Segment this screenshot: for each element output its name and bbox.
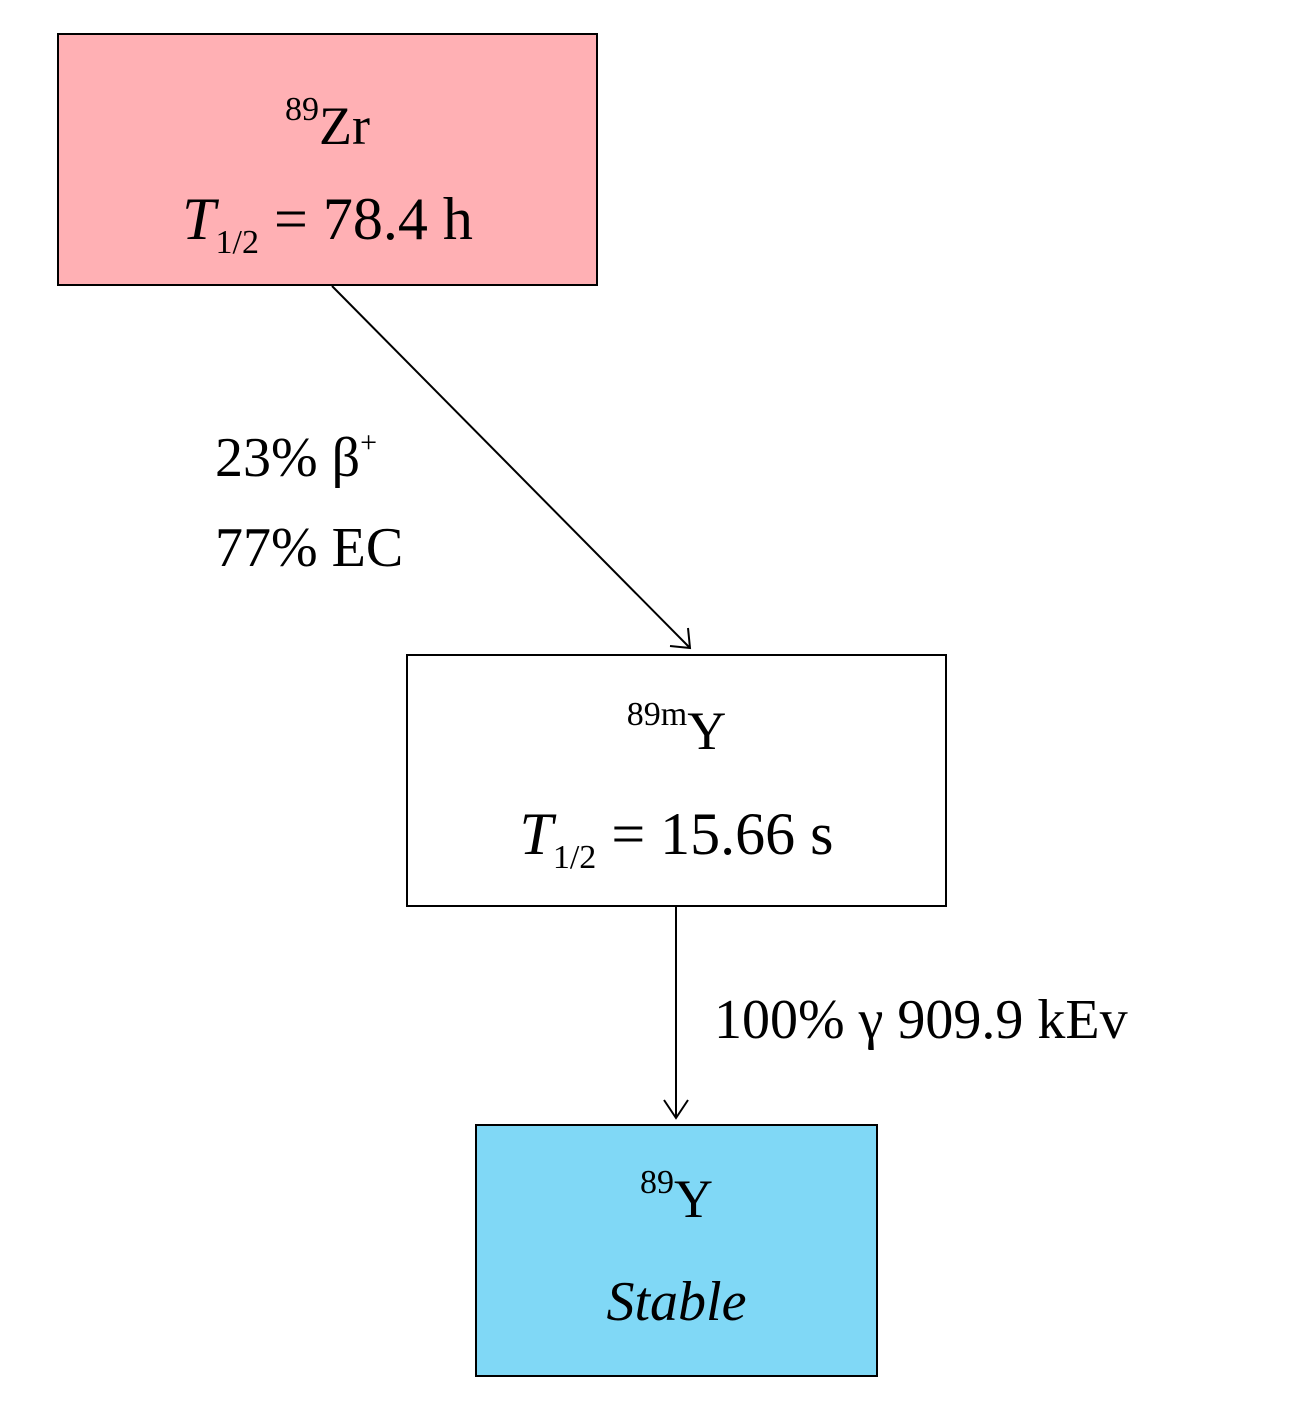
mass-number: 89m (626, 696, 688, 733)
node-y89: 89Y Stable (475, 1124, 878, 1377)
halflife-subscript: 1/2 (215, 224, 259, 261)
beta-plus-superscript: + (360, 426, 378, 459)
beta-plus-text: 23% β (215, 427, 361, 489)
halflife-value: = 15.66 s (596, 801, 834, 867)
halflife-subscript: 1/2 (552, 839, 597, 876)
element-symbol: Y (687, 701, 727, 761)
nuclide-label: 89Y (477, 1166, 876, 1229)
nuclide-label: 89mY (408, 698, 945, 761)
nuclide-label: 89Zr (59, 93, 596, 156)
arrow-zr-to-ym (331, 285, 691, 649)
mass-number: 89 (285, 91, 320, 128)
arrowhead-ym-to-y (663, 1099, 689, 1120)
halflife-label: T1/2 = 78.4 h (59, 186, 596, 260)
node-zr89: 89Zr T1/2 = 78.4 h (57, 33, 598, 286)
mass-number: 89 (640, 1164, 674, 1201)
stable-label: Stable (606, 1271, 747, 1333)
decay-mode-ec: 77% EC (215, 517, 404, 579)
node-y89m: 89mY T1/2 = 15.66 s (406, 654, 947, 907)
element-symbol: Y (674, 1169, 713, 1229)
halflife-value: = 78.4 h (258, 186, 473, 252)
arrowhead-zr-to-ym (669, 627, 692, 650)
gamma-emission-label: 100% γ 909.9 kEv (714, 989, 1128, 1051)
halflife-label: T1/2 = 15.66 s (408, 801, 945, 875)
decay-mode-beta-plus: 23% β+ (215, 427, 377, 489)
halflife-symbol: T (519, 801, 553, 867)
halflife-symbol: T (182, 186, 216, 252)
element-symbol: Zr (319, 96, 370, 156)
